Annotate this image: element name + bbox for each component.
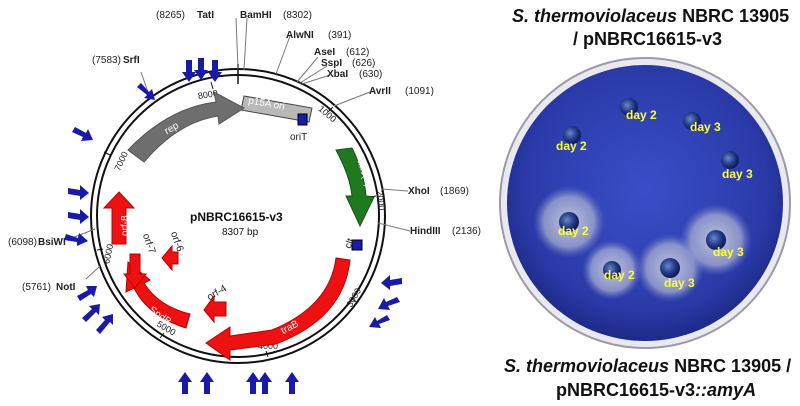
blue-arrow (258, 372, 272, 394)
colony (721, 151, 739, 169)
site-sspi-name: SspI (321, 58, 342, 69)
orf8-label: orf-8 (120, 215, 131, 236)
plate-title-top-line2: / pNBRC16615-v3 (573, 29, 722, 49)
colony (559, 212, 579, 232)
plasmid-name: pNBRC16615-v3 (190, 210, 283, 224)
trab-arrow (205, 257, 351, 361)
clt-box (351, 239, 363, 251)
site-noti-pos: (5761) (22, 282, 51, 293)
orf7-arrow (122, 253, 148, 289)
blue-arrow (68, 185, 89, 200)
colony (563, 126, 581, 144)
colony (706, 230, 726, 250)
rep-arrow (127, 91, 245, 163)
blue-arrow (285, 372, 299, 394)
plate-label-day2-c: day 2 (558, 224, 589, 238)
site-bsiwi-name: BsiWI (38, 237, 66, 248)
colony (620, 98, 638, 116)
plate-title-bottom-line2: pNBRC16615-v3::amyA (556, 380, 756, 400)
site-leaders (71, 17, 411, 280)
blue-arrow (208, 60, 222, 82)
plate-label-day3-a: day 3 (690, 120, 721, 134)
site-sspi-pos: (626) (352, 58, 375, 69)
site-hindiii-pos: (2136) (452, 226, 481, 237)
blue-arrow (64, 233, 88, 246)
tick-label-2000: 2000 (374, 190, 387, 211)
blue-arrow (178, 372, 192, 394)
tick-label-8000: 8000 (197, 88, 218, 101)
tick-mark-6000 (96, 248, 104, 251)
plate-label-day3-d: day 3 (664, 276, 695, 290)
site-alwni-name: AlwNI (286, 30, 314, 41)
site-xhoi-name: XhoI (408, 186, 430, 197)
plate-panel: S. thermoviolaceus NBRC 13905 / pNBRC166… (499, 6, 791, 400)
blue-arrow (194, 58, 208, 80)
tick-mark-7000 (103, 151, 111, 156)
tick-mark-8000 (210, 81, 214, 90)
blue-arrow (200, 372, 214, 394)
plasmid-size: 8307 bp (222, 227, 259, 238)
plate-label-day3-c: day 3 (713, 245, 744, 259)
site-xhoi-pos: (1869) (440, 186, 469, 197)
blue-arrow (246, 372, 260, 394)
blue-arrow (369, 315, 390, 328)
tick-label-6000: 6000 (101, 243, 115, 265)
site-avrii-pos: (1091) (405, 86, 434, 97)
blue-arrow (96, 314, 113, 334)
blue-arrow (72, 127, 93, 141)
site-tati-pos: (8265) (156, 10, 185, 21)
plasmid-map: 8000 1000 2000 3000 4000 5000 6000 7000 (8, 10, 481, 394)
plate-label-day3-b: day 3 (722, 167, 753, 181)
site-avrii-name: AvrII (369, 86, 391, 97)
blue-arrow (381, 275, 402, 290)
orf4-label: orf-4 (205, 283, 229, 303)
tick-mark-5000 (159, 332, 165, 339)
orf7-label: orf-7 (140, 232, 158, 255)
site-srfi-name: SrfI (123, 55, 140, 66)
tick-label-7000: 7000 (112, 150, 130, 172)
colony (683, 112, 701, 130)
site-hindiii-name: HindIII (410, 226, 441, 237)
colony (660, 258, 680, 278)
blue-arrow (137, 83, 155, 100)
tick-mark-3000 (351, 298, 359, 304)
blue-arrow (82, 304, 100, 322)
site-alwni-pos: (391) (328, 30, 351, 41)
insertion-arrows (64, 58, 402, 394)
plate-label-day2-b: day 2 (556, 139, 587, 153)
site-bsiwi-pos: (6098) (8, 237, 37, 248)
blue-arrow (68, 209, 89, 224)
plate-title-bottom-line1: S. thermoviolaceus NBRC 13905 / (504, 356, 791, 376)
blue-arrow (378, 297, 400, 310)
site-asei-name: AseI (314, 47, 335, 58)
site-bamhi-name: BamHI (240, 10, 272, 21)
colony (603, 261, 621, 279)
site-tati-name: TatI (197, 10, 214, 21)
blue-arrow (77, 286, 97, 301)
tick-label-4000: 4000 (258, 341, 278, 351)
site-xbai-pos: (630) (359, 69, 382, 80)
site-asei-pos: (612) (346, 47, 369, 58)
p15a-ori-arrow (240, 95, 313, 123)
orit-label: oriT (290, 132, 307, 143)
site-srfi-pos: (7583) (92, 55, 121, 66)
tick-mark-4000 (265, 350, 269, 358)
orf4-arrow (203, 294, 227, 324)
orf6-arrow (161, 244, 179, 272)
plate-label-day2-d: day 2 (604, 268, 635, 282)
site-noti-name: NotI (56, 282, 76, 293)
orf8-arrow (102, 191, 136, 245)
site-bamhi-pos: (8302) (283, 10, 312, 21)
clt-label: clt (343, 237, 357, 250)
site-xbai-name: XbaI (327, 69, 348, 80)
aac3iv-arrow (335, 147, 375, 228)
blue-arrow (182, 60, 196, 82)
plate-title-top-line1: S. thermoviolaceus NBRC 13905 (512, 6, 789, 26)
plate-label-day2-a: day 2 (626, 108, 657, 122)
orit-box (297, 113, 308, 126)
tick-mark-1000 (327, 106, 334, 113)
